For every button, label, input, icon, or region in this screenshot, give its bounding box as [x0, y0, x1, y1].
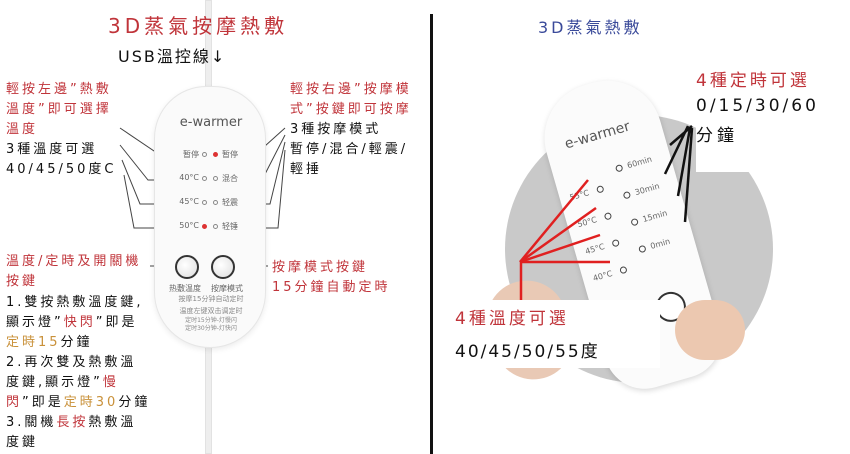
- right-note: 輕按右邊”按摩模 式”按鍵即可按摩 3種按摩模式 暫停/混合/輕震/ 輕捶: [290, 80, 412, 180]
- mode-row-label: 暂停: [222, 150, 238, 159]
- instruction-segment: 快閃: [63, 315, 96, 330]
- instruction-segment: 3.關機: [6, 415, 57, 430]
- instruction-segment: 定時15: [6, 335, 61, 350]
- indicator-light: [213, 200, 218, 205]
- left-title: 3D蒸氣按摩熱敷: [108, 14, 289, 38]
- note-line: 溫度”即可選擇: [6, 102, 112, 117]
- temp-heading: 4種溫度可選: [455, 309, 569, 329]
- right-title: 3D蒸氣熱敷: [538, 18, 643, 37]
- heat-button-label: 热敷温度: [169, 284, 201, 293]
- temp-note: 4種溫度可選 40/45/50/55度: [450, 300, 660, 368]
- instruction-line: 3.關機長按熱敷溫: [6, 413, 150, 433]
- temp-row-label: 40°C: [179, 173, 199, 182]
- mode-button-label: 按摩模式: [211, 284, 243, 293]
- timer-values: 0/15/30/60: [696, 96, 819, 116]
- instruction-segment: 度鍵,顯示燈”: [6, 375, 103, 390]
- instruction-segment: 慢: [102, 375, 119, 390]
- temperature-controller: e-warmer 暂停 暂停 40°C 混合 45°C 轻震 50°C 轻锤 热敷温度…: [154, 86, 266, 348]
- instruction-segment: ”即是: [22, 395, 64, 410]
- divider: [430, 14, 433, 454]
- info-line: 按摩15分钟自动定时: [178, 295, 244, 303]
- left-note: 輕按左邊”熱敷 溫度”即可選擇 溫度 3種溫度可選 40/45/50度C: [6, 80, 116, 180]
- indicator-light: [213, 224, 218, 229]
- info-line: 定时15分钟-灯慢闪: [185, 317, 237, 324]
- power-note: 溫度/定時及開關機 按鍵: [6, 252, 141, 292]
- indicator-light: [213, 176, 218, 181]
- indicator-light: [213, 152, 218, 157]
- note-line: 3種按摩模式: [290, 122, 382, 137]
- indicator-light: [202, 152, 207, 157]
- note-line: 溫度: [6, 122, 39, 137]
- usb-subtitle: USB溫控線↓: [118, 47, 227, 66]
- instruction-line: 度鍵: [6, 433, 150, 453]
- note-line: 輕按左邊”熱敷: [6, 82, 112, 97]
- mode-row-label: 轻锤: [222, 222, 238, 231]
- note-line: 式”按鍵即可按摩: [290, 102, 412, 117]
- instruction-segment: 1.雙按熱敷溫度鍵,: [6, 295, 144, 310]
- mode-row-label: 混合: [222, 174, 238, 183]
- instruction-segment: 定時30: [63, 395, 119, 410]
- info-line: 温度左键双击调定时: [179, 307, 243, 315]
- brand-logo: e-warmer: [179, 115, 243, 130]
- mode-row-label: 轻震: [222, 198, 238, 207]
- instruction-segment: 長按: [56, 415, 89, 430]
- timer-heading: 4種定時可選: [696, 71, 810, 91]
- instruction-line: 1.雙按熱敷溫度鍵,: [6, 293, 150, 313]
- thumb-photo: [675, 300, 745, 360]
- note-line: 15分鐘自動定時: [272, 280, 391, 295]
- note-line: 溫度/定時及開關機: [6, 254, 142, 269]
- indicator-light: [202, 224, 207, 229]
- temp-row-label: 50°C: [179, 221, 199, 230]
- instruction-line: 度鍵,顯示燈”慢: [6, 373, 150, 393]
- instruction-segment: 分鐘: [60, 335, 93, 350]
- note-line: 40/45/50度C: [6, 162, 117, 177]
- instruction-segment: ”即是: [95, 315, 138, 330]
- instruction-segment: 熱敷溫: [88, 415, 137, 430]
- mode-note: 按摩模式按鍵 15分鐘自動定時: [272, 258, 391, 298]
- info-line: 定时30分钟-灯快闪: [185, 325, 237, 332]
- massage-mode-button[interactable]: [211, 255, 235, 279]
- instruction-segment: 閃: [6, 395, 23, 410]
- instruction-line: 定時15分鐘: [6, 333, 150, 353]
- note-line: 輕按右邊”按摩模: [290, 82, 412, 97]
- heat-temperature-button[interactable]: [175, 255, 199, 279]
- instruction-segment: 2.再次雙及熱敷溫: [6, 355, 137, 370]
- note-line: 按摩模式按鍵: [272, 260, 369, 275]
- temp-values: 40/45/50/55度: [455, 342, 600, 362]
- indicator-light: [202, 200, 207, 205]
- instruction-segment: 顯示燈”: [6, 315, 64, 330]
- temp-row-label: 暂停: [183, 150, 199, 159]
- note-line: 暫停/混合/輕震/: [290, 142, 409, 157]
- temp-row-label: 45°C: [179, 197, 199, 206]
- timer-unit: 分鐘: [696, 126, 738, 146]
- instruction-line: 閃”即是定時30分鐘: [6, 393, 150, 413]
- note-line: 按鍵: [6, 274, 39, 289]
- instruction-line: 顯示燈”快閃”即是: [6, 313, 150, 333]
- note-line: 3種溫度可選: [6, 142, 98, 157]
- note-line: 輕捶: [290, 162, 323, 177]
- timer-note: 4種定時可選 0/15/30/60 分鐘: [696, 64, 850, 172]
- instruction-line: 2.再次雙及熱敷溫: [6, 353, 150, 373]
- indicator-light: [202, 176, 207, 181]
- instruction-segment: 分鐘: [118, 395, 151, 410]
- instruction-segment: 度鍵: [6, 435, 39, 450]
